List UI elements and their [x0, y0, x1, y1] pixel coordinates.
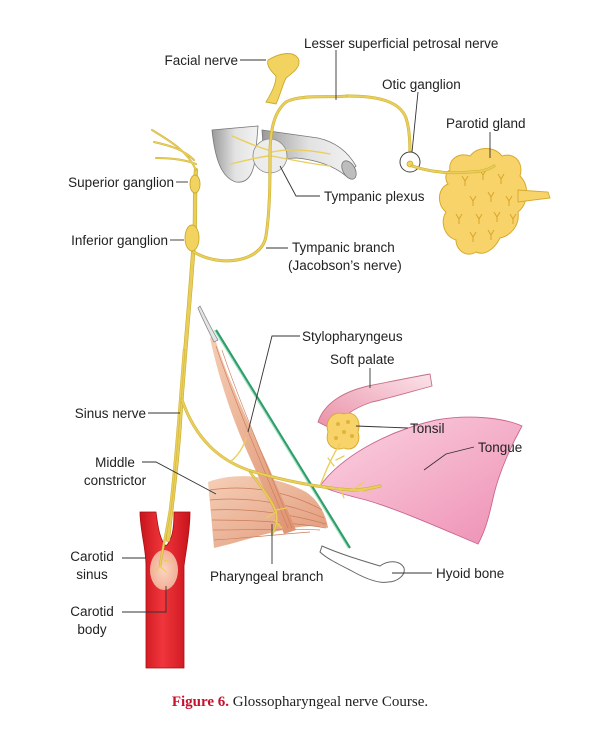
figure-caption: Figure 6. Glossopharyngeal nerve Course.	[0, 694, 600, 711]
label-pharyngeal-branch: Pharyngeal branch	[210, 569, 323, 584]
temporal-bone	[211, 125, 357, 183]
tonsil	[326, 412, 360, 450]
label-stylopharyngeus: Stylopharyngeus	[302, 329, 403, 344]
superior-ganglion-shape	[189, 174, 201, 194]
label-constrictor: constrictor	[84, 473, 147, 488]
label-tonsil: Tonsil	[410, 421, 445, 436]
label-carotid-sinus-line2: sinus	[76, 567, 108, 582]
caption-text: Glossopharyngeal nerve Course.	[229, 694, 429, 710]
label-tympanic-plexus: Tympanic plexus	[324, 189, 425, 204]
label-jacobsons-nerve: (Jacobson’s nerve)	[288, 258, 402, 273]
label-tongue: Tongue	[478, 440, 522, 455]
labels: Facial nerve Lesser superficial petrosal…	[68, 36, 525, 637]
label-middle: Middle	[95, 455, 135, 470]
tongue	[319, 416, 523, 545]
label-carotid-sinus-line1: Carotid	[70, 549, 114, 564]
label-sinus-nerve: Sinus nerve	[75, 406, 146, 421]
label-inferior-ganglion: Inferior ganglion	[71, 233, 168, 248]
facial-nerve-shape	[265, 53, 300, 105]
label-carotid-body-line1: Carotid	[70, 604, 114, 619]
label-superior-ganglion: Superior ganglion	[68, 175, 174, 190]
label-facial-nerve: Facial nerve	[164, 53, 238, 68]
label-carotid-body-line2: body	[77, 622, 107, 637]
inferior-ganglion-shape	[184, 224, 200, 252]
hyoid-bone	[319, 545, 391, 583]
soft-palate	[317, 373, 433, 431]
glossopharyngeal-diagram: Facial nerve Lesser superficial petrosal…	[68, 36, 551, 669]
glossopharyngeal-nerve	[151, 53, 496, 573]
parotid-gland	[439, 148, 551, 255]
label-soft-palate: Soft palate	[330, 352, 395, 367]
label-lesser-petrosal-nerve: Lesser superficial petrosal nerve	[304, 36, 498, 51]
stylohyoid-ligament	[215, 329, 351, 549]
styloid-process	[197, 305, 219, 343]
label-otic-ganglion: Otic ganglion	[382, 77, 461, 92]
figure-number: Figure 6.	[171, 694, 230, 710]
label-hyoid-bone: Hyoid bone	[436, 566, 504, 581]
leader-lines	[122, 50, 491, 613]
label-parotid-gland: Parotid gland	[446, 116, 526, 131]
carotid-artery	[139, 511, 191, 669]
middle-constrictor-muscle	[208, 476, 328, 548]
label-tympanic-branch: Tympanic branch	[292, 240, 395, 255]
